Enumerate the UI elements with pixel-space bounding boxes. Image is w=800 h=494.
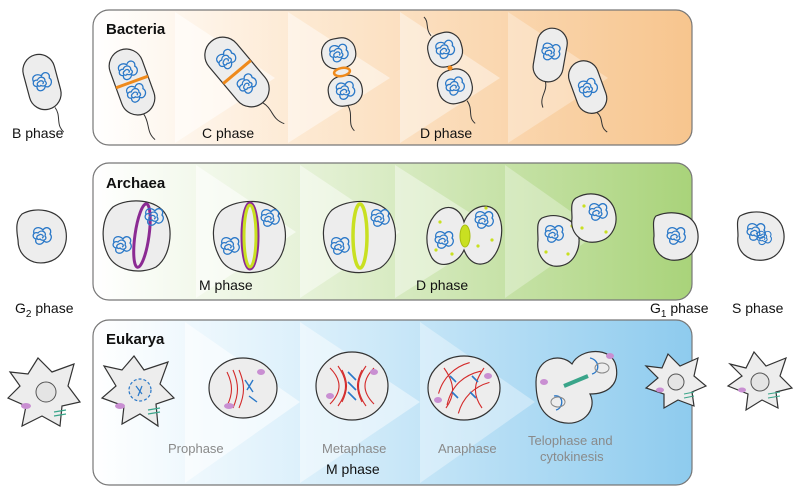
eukarya-title: Eukarya (106, 331, 165, 348)
eukarya-panel: Eukarya Prophase Metaphase Anaphase Telo… (92, 319, 693, 486)
eukaryote-cell (208, 357, 278, 419)
g1-archaeon (652, 212, 699, 261)
b-phase-label: B phase (12, 125, 64, 141)
g1-eukaryote (644, 352, 708, 410)
g1-phase-label: G1 phase (650, 300, 709, 320)
bacteria-c-phase-label: C phase (202, 125, 254, 141)
archaeon-cell (212, 200, 287, 274)
bacterium-cell (320, 37, 364, 132)
eukarya-m-phase-label: M phase (326, 461, 380, 477)
archaea-d-phase-label: D phase (416, 277, 468, 293)
eukaryote-cell (100, 355, 176, 428)
bacterium-cell (108, 48, 156, 140)
archaea-m-phase-label: M phase (199, 277, 253, 293)
g2-archaeon (16, 209, 67, 264)
archaeon-cell (571, 193, 617, 243)
telophase-label-line1: Telophase and (528, 433, 613, 448)
bacteria-title: Bacteria (106, 21, 166, 38)
s-phase-archaeon (736, 211, 785, 261)
g2-eukaryote (6, 357, 82, 428)
g2-phase-label: G2 phase (15, 300, 74, 320)
archaea-panel: Archaea M phase D phase (92, 162, 693, 301)
eukaryote-cell (535, 351, 618, 424)
archaeon-cell (102, 200, 171, 272)
bacterium-cell (204, 36, 285, 125)
bacteria-d-phase-label: D phase (420, 125, 472, 141)
b-phase-bacterium (22, 53, 65, 133)
bacterium-cell (423, 16, 476, 124)
eukaryote-cell (315, 351, 389, 421)
bacteria-panel: Bacteria C phase D phase (92, 9, 693, 146)
s-phase-eukaryote (726, 350, 794, 412)
archaeon-cell (322, 200, 397, 274)
telophase-label-line2: cytokinesis (540, 449, 604, 464)
s-phase-label: S phase (732, 300, 784, 316)
anaphase-label: Anaphase (438, 441, 497, 456)
prophase-label: Prophase (168, 441, 224, 456)
metaphase-label: Metaphase (322, 441, 386, 456)
archaea-title: Archaea (106, 175, 166, 192)
bacterium-cell (567, 60, 608, 133)
bacterium-cell (532, 27, 568, 108)
archaeon-cell (426, 205, 503, 266)
eukaryote-cell (427, 355, 501, 421)
